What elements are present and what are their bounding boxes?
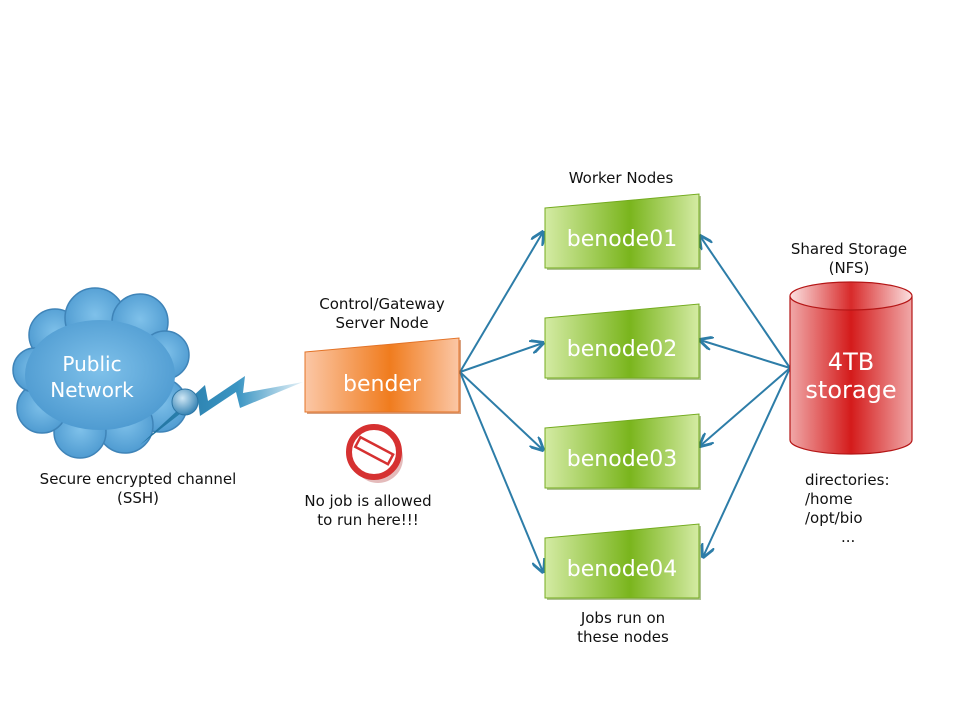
gateway-heading-line2: Server Node: [335, 314, 429, 332]
worker-node-4: [544, 523, 701, 600]
gateway-node: [304, 337, 461, 414]
worker-name-1: benode01: [567, 227, 677, 252]
gateway-note: No job is allowed to run here!!!: [286, 492, 450, 530]
worker-name-4: benode04: [567, 557, 677, 582]
no-entry-icon: [346, 424, 403, 483]
workers-note-line2: these nodes: [577, 628, 669, 646]
storage-dir-2: /opt/bio: [805, 509, 863, 527]
workers-heading-text: Worker Nodes: [568, 169, 674, 187]
storage-dir-3: ...: [841, 528, 856, 546]
storage-heading: Shared Storage (NFS): [774, 240, 924, 278]
channel-caption: Secure encrypted channel (SSH): [18, 470, 258, 508]
workers-heading: Worker Nodes: [546, 169, 696, 188]
lightning-bolt-icon: [140, 376, 303, 445]
storage-heading-line1: Shared Storage: [790, 240, 908, 258]
worker-name-3: benode03: [567, 447, 677, 472]
gateway-heading: Control/Gateway Server Node: [292, 295, 472, 333]
storage-label-line1: 4TB: [828, 348, 874, 376]
gateway-heading-line1: Control/Gateway: [319, 295, 445, 313]
worker-node-2: [544, 303, 701, 380]
cloud-title-line2: Network: [50, 378, 134, 402]
storage-cylinder-icon: [789, 281, 913, 455]
storage-dir-0: directories:: [805, 471, 890, 489]
channel-line1: Secure encrypted channel: [39, 470, 237, 488]
storage-to-worker-arrows: [700, 236, 791, 557]
gateway-to-worker-arrows: [459, 232, 543, 572]
gateway-name: bender: [343, 372, 422, 397]
workers-note-line1: Jobs run on: [580, 609, 666, 627]
gateway-note-line1: No job is allowed: [304, 492, 432, 510]
channel-line2: (SSH): [116, 489, 160, 507]
worker-name-2: benode02: [567, 337, 677, 362]
storage-label-line2: storage: [805, 376, 896, 404]
storage-dir-1: /home: [805, 490, 853, 508]
storage-heading-line2: (NFS): [828, 259, 870, 277]
workers-note: Jobs run on these nodes: [548, 609, 698, 647]
worker-node-3: [544, 413, 701, 490]
storage-directories: directories: /home /opt/bio ...: [805, 471, 945, 547]
gateway-note-line2: to run here!!!: [317, 511, 419, 529]
worker-node-1: [544, 193, 701, 270]
cloud-title-line1: Public: [62, 352, 121, 376]
